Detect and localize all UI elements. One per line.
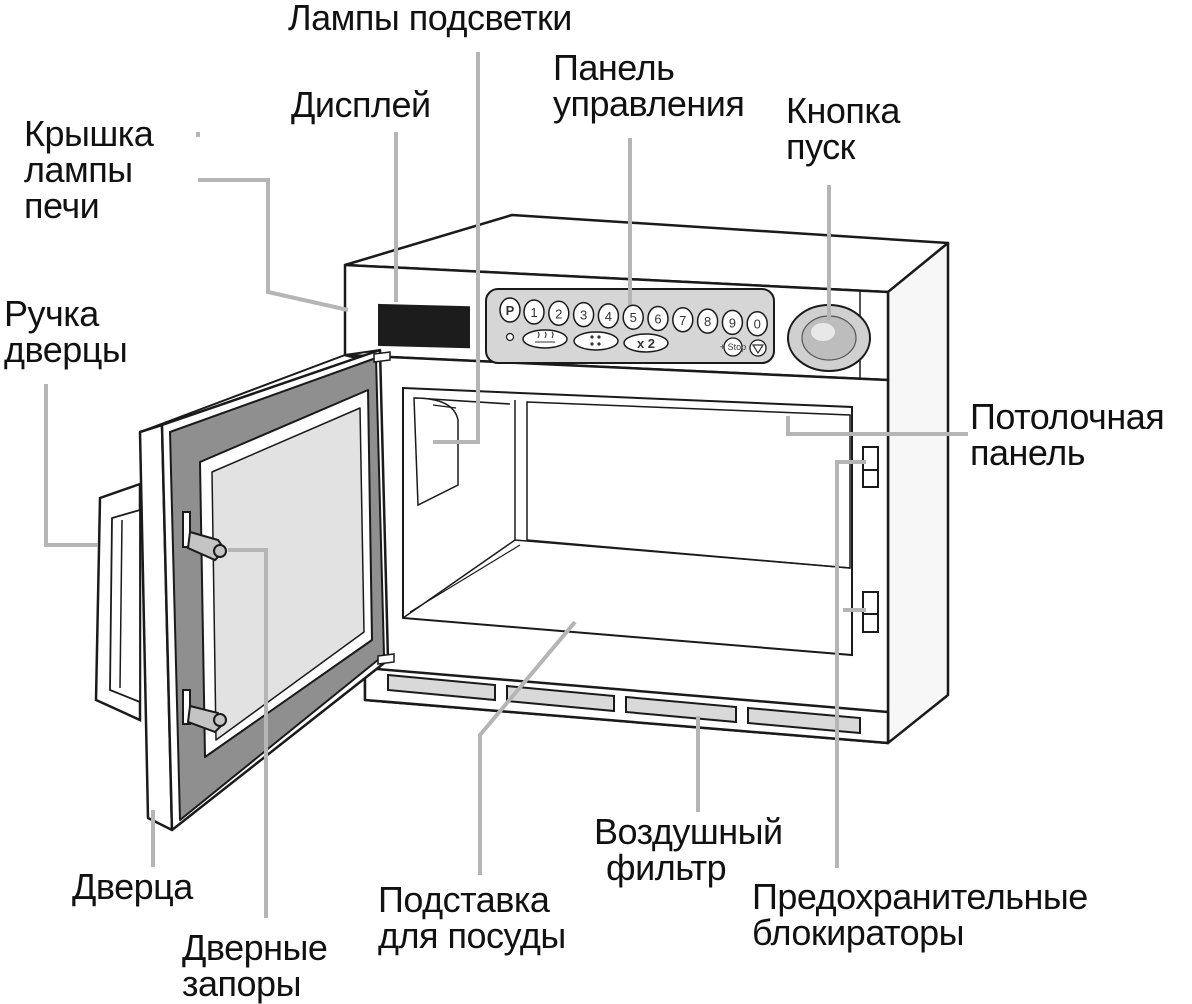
label-ceiling-panel: Потолочная панель: [970, 396, 1165, 473]
air-filter: [387, 673, 861, 735]
label-interlocks: Предохранительные блокираторы: [752, 879, 1088, 951]
label-door-latches-line1: Дверные: [182, 927, 328, 968]
program-key-label: P: [506, 303, 515, 318]
label-door-latches: Дверные запоры: [182, 927, 328, 1004]
digit-key-label: 0: [754, 317, 761, 332]
digit-key-6: 6: [647, 305, 669, 332]
label-ceiling-panel-line1: Потолочная: [970, 396, 1165, 437]
label-door-handle-line2: дверцы: [4, 329, 128, 370]
label-lamps-line1: Лампы подсветки: [288, 0, 572, 38]
label-door-latches-line2: запоры: [182, 963, 301, 1004]
stop-key-label: + Stop: [720, 342, 746, 352]
digit-key-2: 2: [548, 300, 570, 327]
display-screen: [378, 303, 470, 349]
label-interlocks-line1: Предохранительные: [752, 876, 1088, 917]
label-air-filter-line1: Воздушный: [594, 811, 783, 852]
digit-key-8: 8: [696, 308, 719, 334]
label-door-handle-line1: Ручка: [4, 293, 99, 334]
digit-key-3: 3: [572, 301, 595, 328]
digit-key-4: 4: [597, 303, 620, 329]
label-control-panel-line2: управления: [553, 83, 745, 124]
digit-key-label: 1: [530, 305, 537, 320]
label-display-line1: Дисплей: [291, 84, 431, 125]
label-interlocks-line2: блокираторы: [752, 912, 965, 953]
label-door-handle: Ручка дверцы: [4, 293, 128, 370]
label-display: Дисплей: [291, 87, 431, 123]
digit-key-5: 5: [622, 304, 644, 330]
program-key: P: [499, 297, 521, 323]
snowflake-icon: [590, 335, 601, 346]
label-ceiling-panel-line2: панель: [970, 432, 1085, 473]
digit-key-label: 8: [704, 314, 711, 329]
label-start-button-line1: Кнопка: [786, 90, 900, 131]
label-air-filter: Воздушный фильтр: [594, 814, 783, 886]
label-tray-line2: для посуды: [378, 915, 566, 956]
label-tray: Подставка для посуды: [378, 882, 566, 954]
digit-key-label: 7: [679, 313, 686, 328]
label-door: Дверца: [72, 869, 193, 905]
double-key-label: x 2: [637, 336, 655, 351]
label-lamps: Лампы подсветки: [288, 0, 572, 36]
digit-key-1: 1: [523, 299, 545, 325]
label-door-line1: Дверца: [72, 866, 193, 907]
label-lamp-cover-line1: Крышка: [24, 113, 154, 154]
label-start-button: Кнопка пуск: [786, 93, 900, 165]
label-lamp-cover-line3: печи: [24, 185, 100, 226]
start-knob: [787, 304, 871, 372]
digit-key-label: 4: [605, 309, 612, 324]
digit-key-0: 0: [746, 310, 768, 337]
steam-icon: [535, 331, 555, 343]
leader-lines: [44, 52, 968, 918]
indicator-led: [505, 332, 515, 342]
door-handle: [94, 482, 142, 722]
label-start-button-line2: пуск: [786, 126, 855, 167]
label-air-filter-line2: фильтр: [606, 847, 727, 888]
interlock-slots: [862, 446, 879, 633]
digit-key-label: 5: [630, 310, 637, 325]
stop-icon: [751, 344, 765, 355]
double-key: x 2: [623, 333, 669, 353]
door-hinges: [373, 351, 395, 665]
door: [138, 348, 390, 832]
oven-cavity: [402, 386, 853, 657]
door-latches: [182, 511, 227, 734]
digit-key-label: 3: [580, 308, 587, 323]
keypad: 1 2 3 4 5 6 7 8 9 0 P: [499, 297, 768, 357]
digit-key-7: 7: [672, 307, 694, 333]
digit-key-9: 9: [721, 309, 744, 336]
digit-key-label: 6: [654, 312, 661, 327]
digit-key-label: 2: [555, 306, 562, 321]
steam-key: [522, 329, 568, 349]
keypad-digit-keys: 1 2 3 4 5 6 7 8 9 0: [523, 299, 768, 337]
defrost-key: [573, 331, 619, 351]
label-lamp-cover: Крышка лампы печи: [24, 113, 154, 226]
label-tray-line1: Подставка: [378, 879, 550, 920]
label-control-panel-line1: Панель: [553, 47, 675, 88]
label-lamp-cover-line2: лампы: [24, 149, 133, 190]
digit-key-label: 9: [729, 315, 736, 330]
stop-key: + Stop: [720, 337, 767, 357]
label-control-panel: Панель управления: [553, 47, 745, 124]
